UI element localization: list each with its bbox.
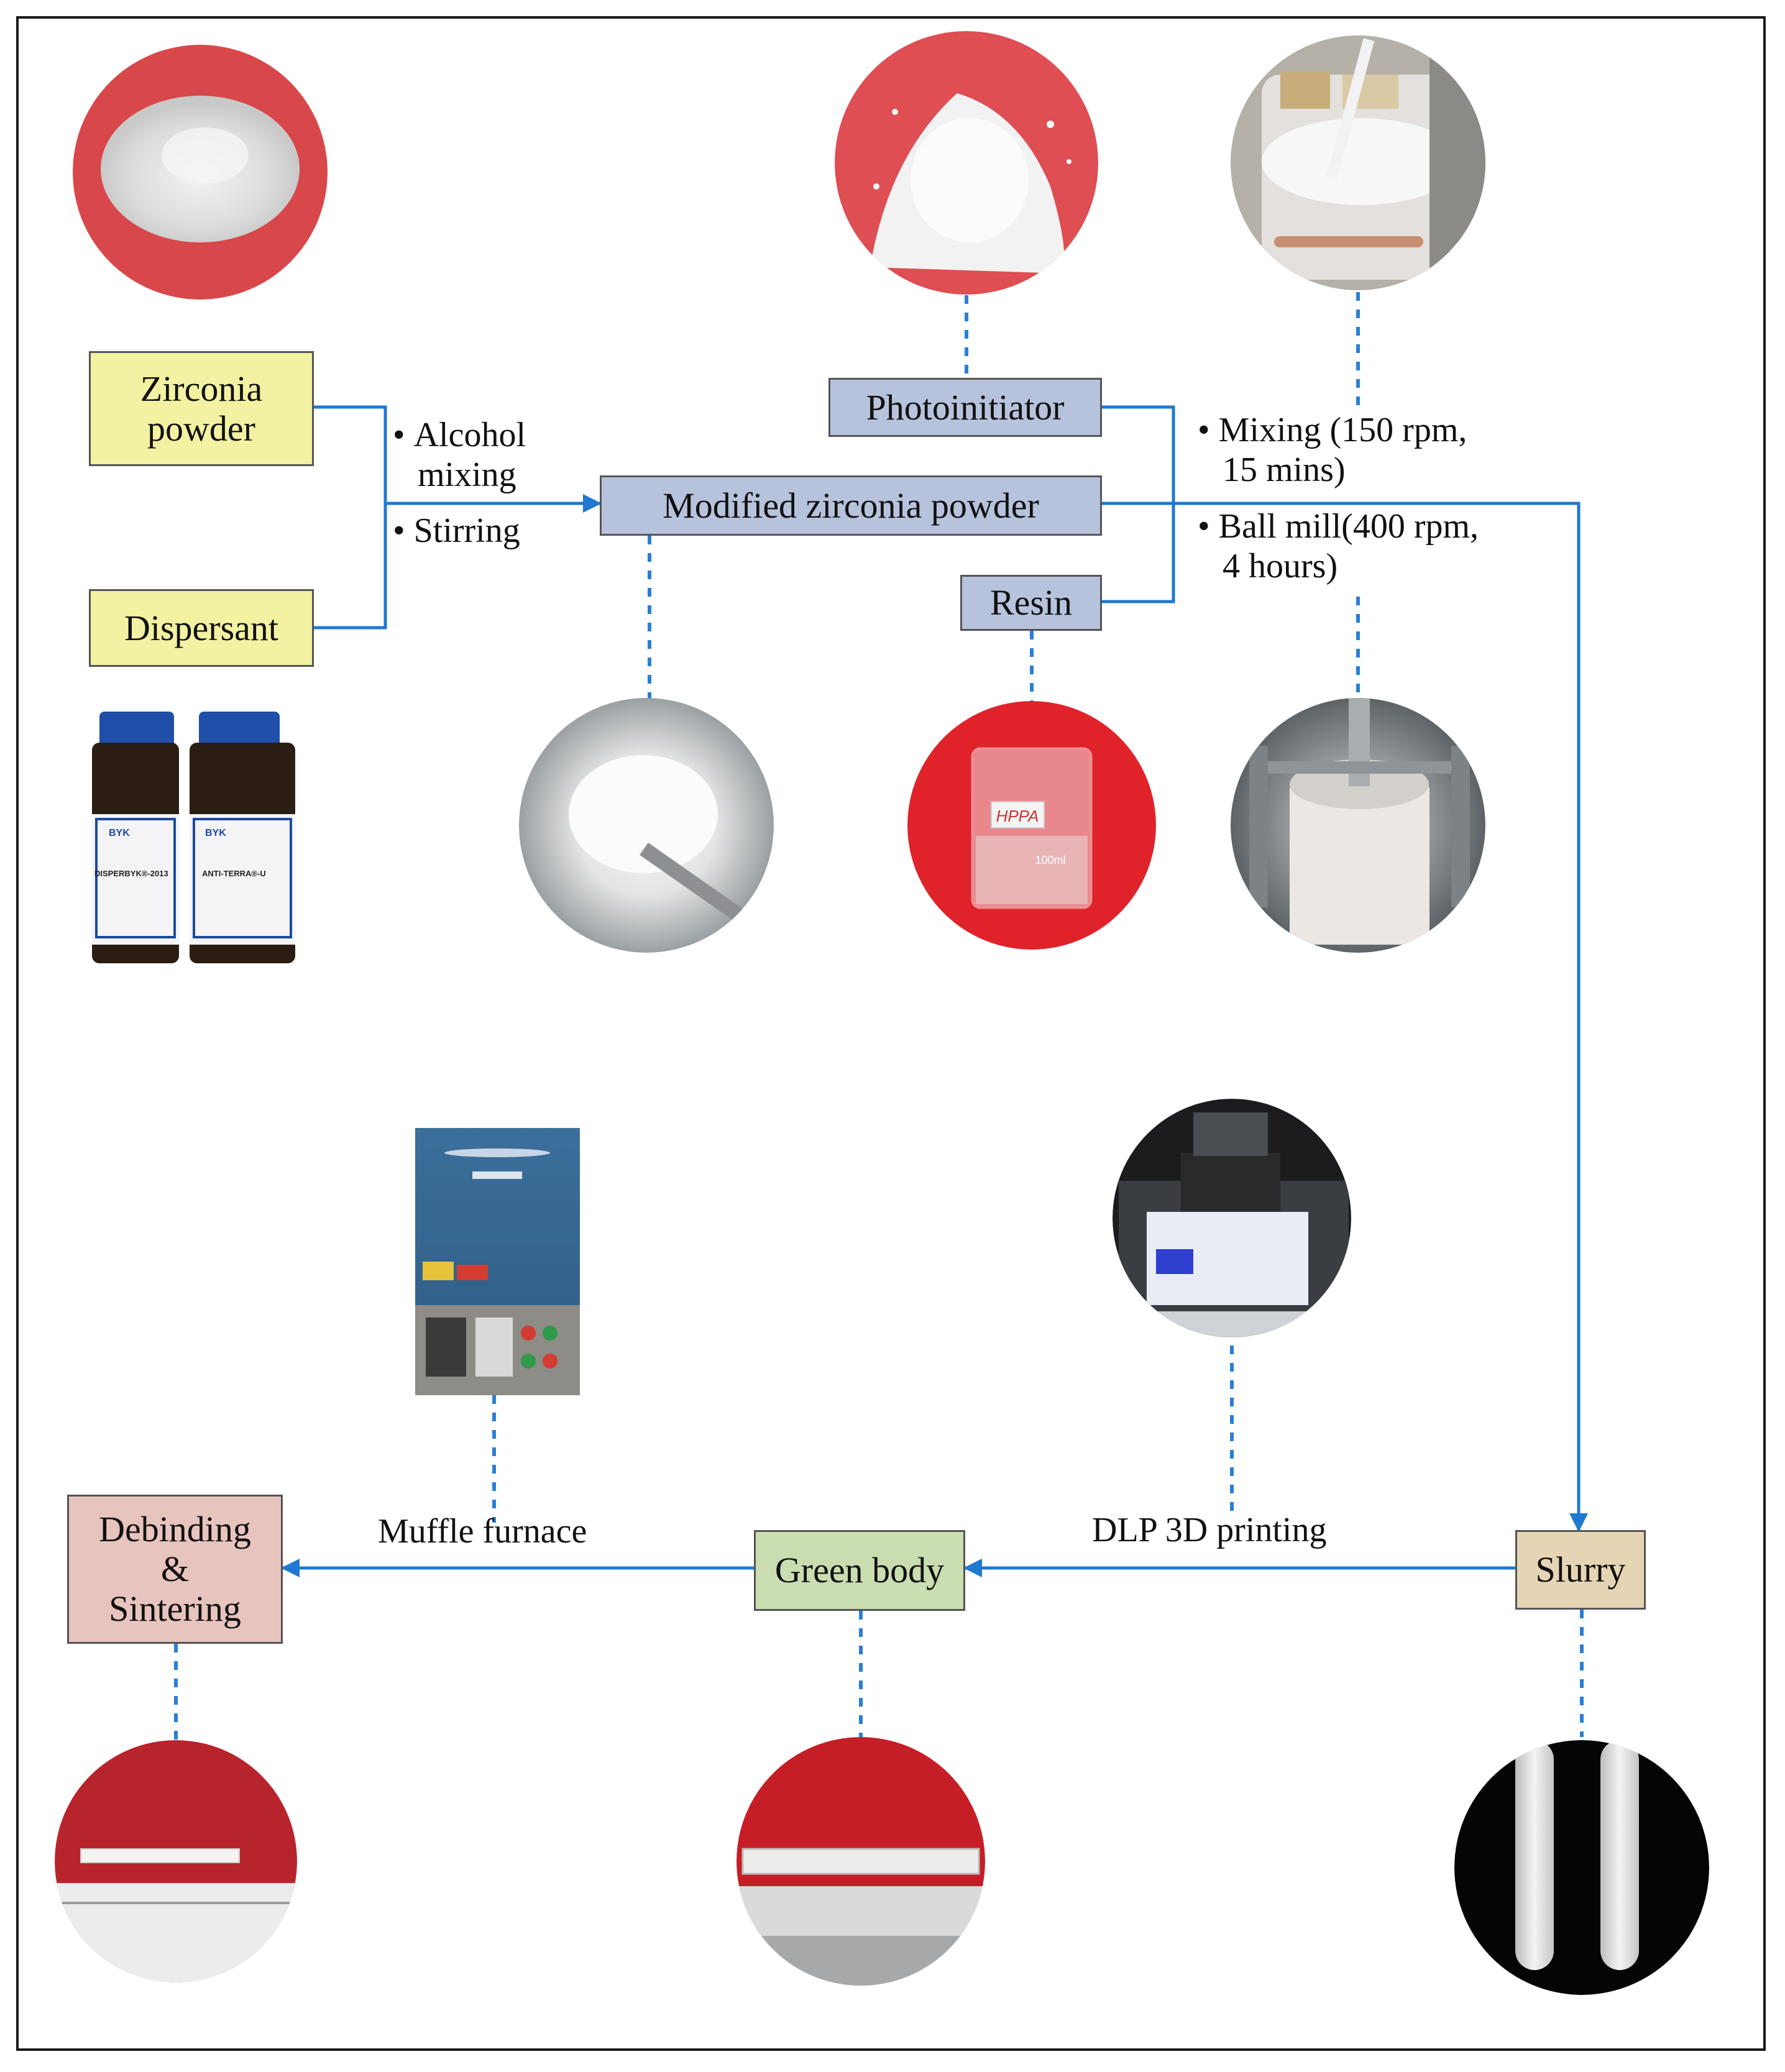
resin-box: Resin [960,575,1102,631]
dispersant-label: Dispersant [124,607,279,648]
green-body-box: Green body [754,1530,965,1611]
stirring-label: Stirring [393,511,520,551]
bottle-brand-left: BYK [109,828,130,838]
alcohol-line1: Alcohol [393,415,526,455]
modified-zirconia-photo [519,698,774,953]
mixing-beaker-photo [1231,35,1485,290]
slurry-label: Slurry [1535,1549,1626,1590]
bottle-label-right: ANTI-TERRA®-U [202,869,266,878]
resin-beaker-photo: HPPA 100ml [907,701,1156,950]
ballmill-photo [1231,698,1485,953]
bottle-label-left: DISPERBYK®-2013 [94,869,168,878]
slurry-box: Slurry [1515,1530,1646,1610]
arrow-zirconia-merge [314,405,387,630]
beaker-tag-text: HPPA [996,807,1039,825]
flow-arrows [281,405,1588,1577]
slurry-rods-photo [1454,1740,1709,1995]
photo-connectors [174,292,1584,1740]
debinding-line2: & [160,1549,190,1590]
sintered-bar-photo [55,1740,297,1983]
dispersant-box: Dispersant [89,589,314,667]
alcohol-mixing-label: Alcohol mixing [393,415,526,495]
photoinitiator-photo [835,31,1098,295]
green-body-label: Green body [774,1550,945,1591]
muffle-furnace-photo [415,1128,580,1395]
modified-zirconia-box: Modified zirconia powder [600,475,1102,536]
beaker-volume-text: 100ml [1035,854,1065,866]
alcohol-line2: mixing [418,456,516,495]
debinding-sintering-box: Debinding&Sintering [67,1495,283,1644]
arrow-modified-to-slurry [1101,502,1588,1532]
ballmill-line1: Ball mill(400 rpm, [1198,507,1479,546]
dlp-printer-photo [1113,1099,1351,1337]
debinding-line1: Debinding [99,1509,251,1550]
green-body-photo [736,1737,985,1986]
zirconia-powder-line1: Zirconia [140,368,263,409]
debinding-line3: Sintering [109,1588,241,1629]
ballmill-label: Ball mill(400 rpm, 4 hours) [1198,507,1479,587]
stirring-line: Stirring [393,511,520,551]
dispersant-bottles-photo: BYK BYK DISPERBYK®-2013 ANTI-TERRA®-U [90,708,298,970]
bottle-brand-right: BYK [205,828,226,838]
dlp-printing-label: DLP 3D printing [1092,1511,1327,1549]
photoinitiator-label: Photoinitiator [866,387,1065,428]
muffle-furnace-label: Muffle furnace [378,1512,587,1551]
resin-label: Resin [989,582,1073,623]
ballmill-line2: 4 hours) [1223,547,1338,586]
zirconia-powder-line2: powder [147,408,255,449]
zirconia-powder-photo [73,45,328,300]
mixing-line1: Mixing (150 rpm, [1198,410,1467,450]
mixing-label: Mixing (150 rpm, 15 mins) [1198,410,1467,490]
photoinitiator-box: Photoinitiator [828,378,1102,437]
modified-zirconia-label: Modified zirconia powder [663,485,1039,526]
mixing-line2: 15 mins) [1223,451,1346,490]
